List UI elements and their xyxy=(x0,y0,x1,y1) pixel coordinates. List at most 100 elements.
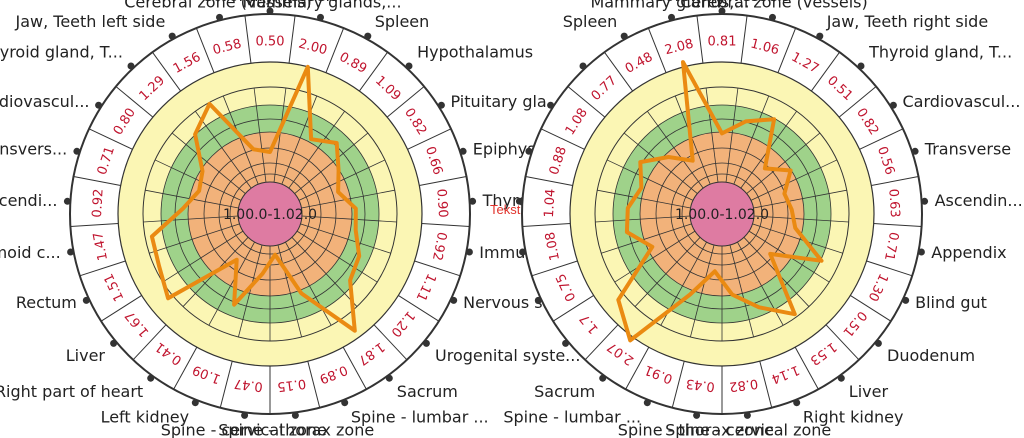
ring-divider xyxy=(740,15,748,64)
spoke-line xyxy=(601,223,692,254)
ring-divider xyxy=(288,15,296,64)
category-dot xyxy=(911,147,919,155)
category-label: Appendix xyxy=(931,243,1006,262)
ring-divider xyxy=(671,361,685,408)
value-label: 0.15 xyxy=(276,375,307,394)
spoke-line xyxy=(285,241,332,326)
ring-divider xyxy=(625,346,650,390)
category-label: Spine - thorax zone xyxy=(218,420,374,438)
category-dot xyxy=(469,197,477,205)
category-label: Transvers... xyxy=(0,139,67,158)
category-label: Thyroid gland, T... xyxy=(0,43,123,62)
category-dot xyxy=(902,296,910,304)
spoke-line xyxy=(298,159,386,201)
category-dot xyxy=(341,399,349,407)
spoke-line xyxy=(750,159,838,201)
category-label: Spine - cervical zone xyxy=(161,420,327,438)
category-label: Jaw, Teeth left side xyxy=(14,12,165,31)
category-dot xyxy=(73,147,81,155)
spoke-line xyxy=(291,237,358,307)
spoke-line xyxy=(222,95,259,185)
category-dot xyxy=(857,62,865,70)
category-dot xyxy=(465,248,473,256)
category-label: Transverse xyxy=(924,139,1011,158)
category-label: Liver xyxy=(849,382,889,401)
ring-divider xyxy=(100,295,142,322)
ring-divider xyxy=(73,176,121,187)
category-dot xyxy=(547,101,555,109)
spoke-line xyxy=(171,132,246,194)
ring-divider xyxy=(647,27,667,73)
category-label: Duodenum xyxy=(887,346,975,365)
category-label: Cardiovascul... xyxy=(903,92,1021,111)
ring-divider xyxy=(325,27,345,73)
value-label: 0.43 xyxy=(685,375,716,394)
category-dot xyxy=(82,296,90,304)
category-label: Ascendin... xyxy=(935,191,1023,210)
spoke-line xyxy=(162,230,244,283)
value-label: 2.00 xyxy=(297,37,329,59)
category-label: Pituitary gla... xyxy=(451,92,562,111)
ring-divider xyxy=(358,51,388,92)
category-label: Rectum xyxy=(16,293,77,312)
category-dot xyxy=(95,101,103,109)
category-label: Coronary vessels xyxy=(202,0,339,5)
category-label: Spine - lumbar ... xyxy=(503,407,641,426)
ring-divider xyxy=(421,223,470,228)
category-dot xyxy=(525,147,533,155)
category-dot xyxy=(405,62,413,70)
category-dot xyxy=(291,411,299,419)
ring-divider xyxy=(696,15,704,64)
spoke-line xyxy=(705,87,719,183)
category-dot xyxy=(110,339,118,347)
category-label: Nervous s... xyxy=(463,293,558,312)
spoke-line xyxy=(597,189,691,209)
spoke-line xyxy=(752,223,843,254)
category-label: Blind gut xyxy=(915,293,987,312)
ring-divider xyxy=(525,176,573,187)
category-dot xyxy=(317,13,324,21)
category-label: Sigmoid c... xyxy=(0,243,61,262)
ring-divider xyxy=(777,27,797,73)
spoke-line xyxy=(301,215,397,223)
ring-divider xyxy=(88,128,133,150)
category-dot xyxy=(459,147,467,155)
category-dot xyxy=(422,339,430,347)
ring-divider xyxy=(850,295,892,322)
category-dot xyxy=(127,62,135,70)
ring-divider xyxy=(414,260,461,277)
category-dot xyxy=(241,411,249,419)
category-label: Mammary glands,... xyxy=(590,0,749,12)
spoke-line xyxy=(753,189,847,209)
spoke-line xyxy=(149,223,240,254)
spoke-line xyxy=(595,215,691,223)
value-label: 1.47 xyxy=(91,231,111,262)
value-label: 0.90 xyxy=(433,188,450,218)
category-dot xyxy=(437,101,445,109)
ring-divider xyxy=(386,86,425,118)
spoke-line xyxy=(634,237,701,307)
category-label: Sacrum xyxy=(397,382,458,401)
spoke-line xyxy=(288,111,345,189)
spoke-line xyxy=(195,111,252,189)
value-label: 0.81 xyxy=(708,35,737,50)
spoke-line xyxy=(253,87,267,183)
category-label: Sacrum xyxy=(534,382,595,401)
category-label: Urogenital syste... xyxy=(435,346,580,365)
category-dot xyxy=(63,197,71,205)
category-label: Cardiovascul... xyxy=(0,92,90,111)
ring-divider xyxy=(794,346,819,390)
spoke-line xyxy=(154,159,242,201)
category-label: Right kidney xyxy=(803,407,904,426)
category-label: Right part of heart xyxy=(0,382,143,401)
ring-divider xyxy=(540,128,585,150)
category-dot xyxy=(889,101,897,109)
category-dot xyxy=(519,248,527,256)
category-dot xyxy=(599,374,607,382)
category-label: Spleen xyxy=(563,12,618,31)
category-dot xyxy=(579,62,587,70)
ring-divider xyxy=(244,15,252,64)
spoke-line xyxy=(277,244,302,338)
